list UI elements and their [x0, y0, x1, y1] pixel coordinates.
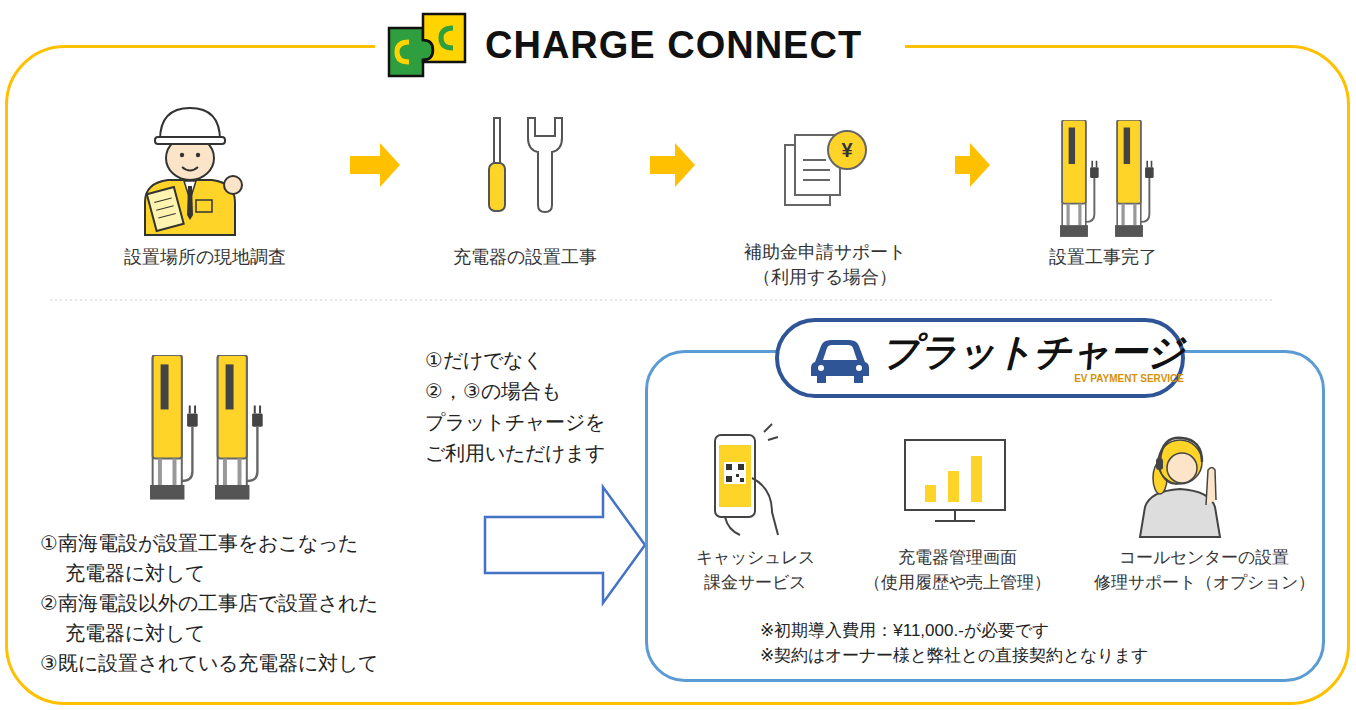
puzzle-logo: [385, 10, 469, 80]
text-line: （使用履歴や売上管理）: [864, 570, 1051, 595]
text-line: 充電器に対して: [40, 558, 358, 588]
outer-panel: 設置場所の現地調査 充電器の設置工事 補助金申請サポート （利用する場合） 設置工事完…: [5, 45, 1350, 705]
flow-arrow: [350, 143, 400, 187]
charger-icon: [215, 355, 263, 499]
step-caption: 充電器の設置工事: [453, 245, 597, 270]
service-tagline: EV PAYMENT SERVICE: [1074, 373, 1184, 385]
edge-label: ①だけでなく ②，③の場合も プラットチャージを ご利用いただけます: [425, 345, 605, 469]
list-item: ③既に設置されている充電器に対して: [40, 648, 378, 678]
step-node: 設置工事完了: [990, 100, 1216, 295]
flow-arrow: [955, 143, 990, 187]
worker-icon: [145, 108, 242, 235]
flow-arrow: [485, 487, 645, 603]
text-line: ③既に設置されている充電器に対して: [40, 648, 378, 678]
text-line: （利用する場合）: [744, 265, 906, 290]
service-box: キャッシュレス 課金サービス充電器管理画面 （使用履歴や売上管理）コールセンター…: [645, 350, 1325, 682]
tools-icon: [489, 118, 562, 212]
operator-icon: [1140, 438, 1220, 537]
service-name: プラットチャージ: [881, 331, 1184, 373]
flow-arrow: [650, 143, 695, 187]
text-line: 充電器の設置工事: [453, 245, 597, 270]
monitor-icon: [905, 440, 1005, 521]
text-line: 設置場所の現地調査: [124, 245, 286, 270]
step-caption: コールセンターの設置 修理サポート（オプション）: [1094, 545, 1315, 595]
feature-node: キャッシュレス 課金サービス: [680, 420, 830, 600]
text-line: 充電器に対して: [40, 618, 378, 648]
text-line: 設置工事完了: [1049, 245, 1157, 270]
charger-icon: [1060, 120, 1099, 237]
text-line: キャッシュレス: [696, 545, 815, 570]
title-band: CHARGE CONNECT: [375, 8, 905, 82]
list-item: ②南海電設以外の工事店で設置された 充電器に対して: [40, 588, 378, 648]
text-line: プラットチャージを: [425, 407, 605, 438]
yen-symbol: ¥: [835, 137, 859, 163]
step-node: 補助金申請サポート （利用する場合）: [695, 100, 955, 295]
step-caption: 設置工事完了: [1049, 245, 1157, 270]
service-header: プラットチャージEV PAYMENT SERVICE: [775, 318, 1185, 398]
text-line: ①南海電設が設置工事をおこなった: [40, 528, 358, 558]
feature-node: 充電器管理画面 （使用履歴や売上管理）: [850, 420, 1065, 600]
text-line: コールセンターの設置: [1094, 545, 1315, 570]
car-icon: [809, 332, 871, 384]
text-line: ご利用いただけます: [425, 438, 605, 469]
text-line: ②南海電設以外の工事店で設置された: [40, 588, 378, 618]
text-line: ①だけでなく: [425, 345, 605, 376]
text-line: 課金サービス: [696, 570, 815, 595]
text-line: 充電器管理画面: [864, 545, 1051, 570]
charger-list: ①南海電設が設置工事をおこなった 充電器に対して②南海電設以外の工事店で設置され…: [40, 528, 485, 683]
step-node: 充電器の設置工事: [400, 100, 650, 295]
step-node: 設置場所の現地調査: [60, 100, 350, 295]
charger-icon: [150, 355, 198, 499]
phone-icon: [715, 424, 778, 535]
text-line: 修理サポート（オプション）: [1094, 570, 1315, 595]
step-caption: 充電器管理画面 （使用履歴や売上管理）: [864, 545, 1051, 595]
step-caption: キャッシュレス 課金サービス: [696, 545, 815, 595]
note-text: ※初期導入費用：¥11,000.-が必要です: [760, 620, 1049, 642]
step-caption: 設置場所の現地調査: [124, 245, 286, 270]
text-line: 補助金申請サポート: [744, 240, 906, 265]
document-icon: [785, 131, 866, 205]
note-text: ※契約はオーナー様と弊社との直接契約となります: [760, 645, 1148, 667]
header-text-group: プラットチャージEV PAYMENT SERVICE: [881, 331, 1184, 385]
step-caption: 補助金申請サポート （利用する場合）: [744, 240, 906, 290]
charger-icon: [1115, 120, 1154, 237]
text-line: ②，③の場合も: [425, 376, 605, 407]
separator: [50, 300, 1275, 301]
feature-node: コールセンターの設置 修理サポート（オプション）: [1088, 420, 1321, 600]
list-item: ①南海電設が設置工事をおこなった 充電器に対して: [40, 528, 358, 588]
diagram-title: CHARGE CONNECT: [485, 24, 862, 67]
